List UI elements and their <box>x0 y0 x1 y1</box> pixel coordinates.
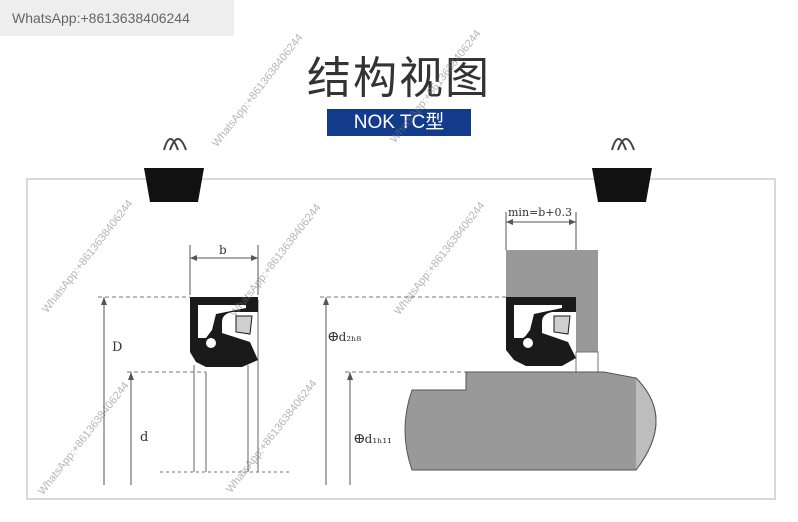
diagram-board <box>26 178 776 500</box>
label-d2: ⴲd₂ₕ₈ <box>328 330 361 344</box>
binder-clip-left-icon <box>144 138 204 202</box>
right-assembly-section <box>320 212 657 485</box>
label-d1: ⴲd₁ₕ₁₁ <box>354 432 392 446</box>
label-b: b <box>219 243 227 257</box>
model-badge: NOK TC型 <box>327 109 471 136</box>
page-title: 结构视图 <box>307 53 491 104</box>
binder-clip-right-icon <box>592 138 652 202</box>
label-D: D <box>112 340 122 355</box>
label-d: d <box>140 430 148 445</box>
left-seal-section <box>98 245 290 485</box>
label-min: min=b+0.3 <box>508 206 572 219</box>
watermark-banner: WhatsApp:+8613638406244 <box>0 0 234 36</box>
